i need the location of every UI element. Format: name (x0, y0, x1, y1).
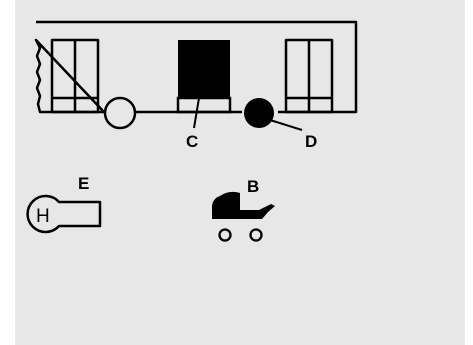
callout-b: B (247, 177, 259, 196)
callout-d: D (305, 132, 317, 151)
h-key-stop-icon: H (26, 194, 102, 234)
wheel-icon-open (103, 96, 137, 130)
callout-c: C (186, 132, 198, 151)
leader-line-c (193, 91, 201, 129)
leader-line-d (269, 119, 303, 131)
wheel-icon-filled (244, 98, 274, 128)
callout-e: E (78, 174, 89, 193)
diagram-panel (15, 0, 465, 345)
pram-icon (211, 191, 275, 242)
svg-text:H: H (36, 206, 50, 227)
door-icon (176, 40, 232, 114)
